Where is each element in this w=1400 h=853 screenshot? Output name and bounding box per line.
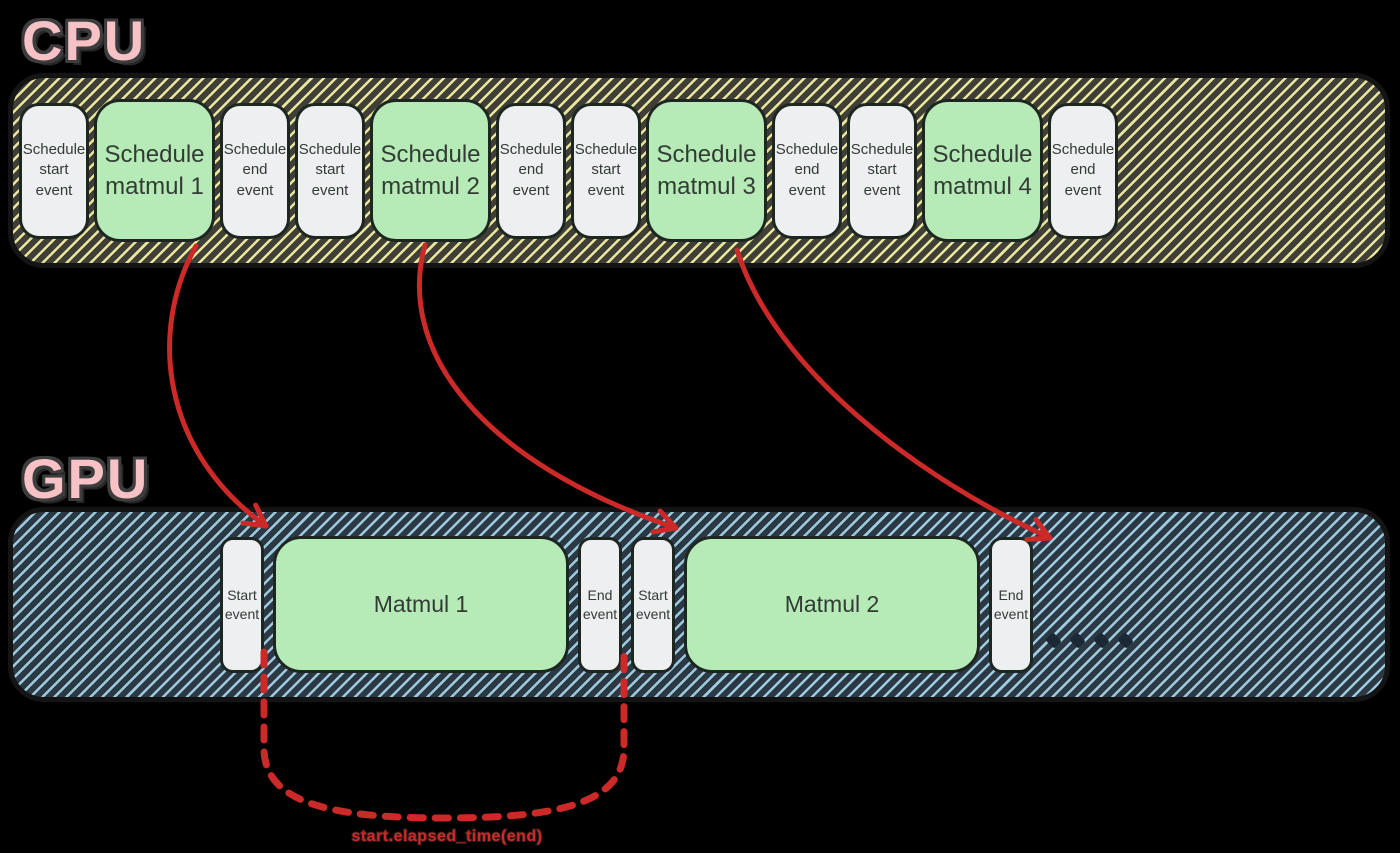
cpu-schedule-matmul-2: Schedule matmul 2	[370, 99, 491, 242]
schedule-arrow-matmul-1	[167, 243, 269, 529]
cpu-label: CPU	[22, 9, 147, 72]
gpu-end-event-2: End event	[989, 536, 1033, 673]
gpu-end-event-1: End event	[578, 536, 622, 673]
continuation-dot	[1092, 631, 1111, 650]
elapsed-time-label: start.elapsed_time(end)	[351, 828, 542, 845]
cpu-schedule-start-event-1: Schedule start event	[19, 102, 89, 239]
cpu-schedule-start-event-2: Schedule start event	[295, 102, 365, 239]
cpu-schedule-end-event-1: Schedule end event	[220, 102, 290, 239]
gpu-start-event-2: Start event	[631, 536, 675, 673]
continuation-dot	[1044, 631, 1063, 650]
gpu-matmul-2: Matmul 2	[684, 536, 980, 673]
schedule-arrow-matmul-3	[734, 247, 1053, 543]
cpu-schedule-end-event-2: Schedule end event	[496, 102, 566, 239]
cpu-schedule-end-event-4: Schedule end event	[1048, 102, 1118, 239]
cpu-schedule-matmul-4: Schedule matmul 4	[922, 99, 1043, 242]
gpu-matmul-1: Matmul 1	[273, 536, 569, 673]
cpu-schedule-matmul-1: Schedule matmul 1	[94, 99, 215, 242]
continuation-dot	[1116, 631, 1135, 650]
continuation-dot	[1068, 631, 1087, 650]
gpu-label: GPU	[22, 447, 150, 510]
continuation-dots	[1044, 631, 1135, 650]
schedule-arrow-matmul-2	[416, 242, 679, 535]
gpu-start-event-1: Start event	[220, 536, 264, 673]
cpu-schedule-end-event-3: Schedule end event	[772, 102, 842, 239]
cpu-schedule-matmul-3: Schedule matmul 3	[646, 99, 767, 242]
cpu-schedule-start-event-4: Schedule start event	[847, 102, 917, 239]
cpu-schedule-start-event-3: Schedule start event	[571, 102, 641, 239]
